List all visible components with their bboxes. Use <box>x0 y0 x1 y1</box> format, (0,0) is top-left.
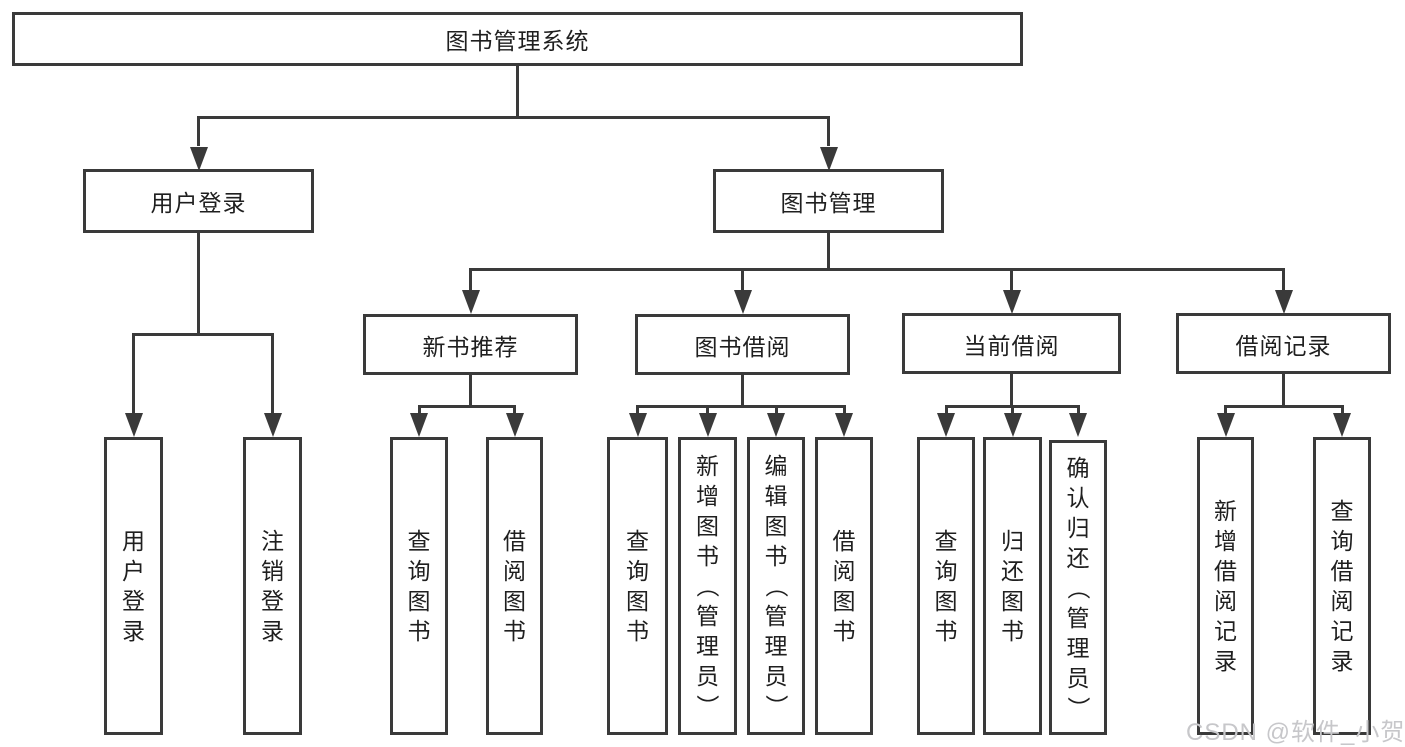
arrowhead-down-icon <box>733 290 752 314</box>
connector-vline <box>741 373 744 406</box>
connector-vline <box>469 373 472 406</box>
arrowhead-down-icon <box>189 147 208 171</box>
leaf-add-books-admin: 新增图书（管理员） <box>678 437 737 735</box>
arrowhead-down-icon <box>461 290 480 314</box>
connector-hline <box>197 115 830 119</box>
watermark: CSDN @软件_小贺同学 <box>1186 719 1405 746</box>
connector-vline <box>1076 404 1080 413</box>
connector-vline <box>774 404 778 413</box>
connector-vline <box>132 332 135 413</box>
connector-vline <box>513 404 516 413</box>
connector-vline <box>1282 372 1285 406</box>
arrowhead-down-icon <box>410 413 428 437</box>
connector-vline <box>417 404 421 413</box>
leaf-query-books-3: 查询图书 <box>917 437 975 735</box>
leaf-user-login: 用户登录 <box>104 437 163 735</box>
leaf-confirm-return-admin: 确认归还（管理员） <box>1049 440 1107 735</box>
node-library-management-system: 图书管理系统 <box>12 12 1023 66</box>
arrowhead-down-icon <box>835 413 853 437</box>
connector-vline <box>1224 404 1227 413</box>
arrowhead-down-icon <box>1002 290 1021 314</box>
node-new-book-recommendation: 新书推荐 <box>363 314 578 375</box>
connector-hline <box>944 404 1080 408</box>
arrowhead-down-icon <box>767 413 785 437</box>
connector-vline <box>827 231 830 269</box>
connector-hline <box>636 404 846 408</box>
arrowhead-down-icon <box>1003 413 1022 437</box>
leaf-borrow-books-2: 借阅图书 <box>815 437 873 735</box>
node-book-borrowing: 图书借阅 <box>635 314 850 375</box>
leaf-add-borrow-record: 新增借阅记录 <box>1197 437 1254 735</box>
connector-vline <box>1010 372 1013 406</box>
arrowhead-down-icon <box>263 413 282 437</box>
arrowhead-down-icon <box>937 413 955 437</box>
connector-vline <box>842 404 846 413</box>
connector-vline <box>827 115 830 146</box>
arrowhead-down-icon <box>628 413 647 437</box>
arrowhead-down-icon <box>1333 413 1351 437</box>
connector-vline <box>469 267 472 290</box>
connector-hline <box>417 404 516 408</box>
node-current-borrowing: 当前借阅 <box>902 313 1121 374</box>
connector-vline <box>944 404 948 413</box>
connector-vline <box>1010 267 1013 290</box>
connector-vline <box>271 332 274 413</box>
connector-hline <box>469 267 1285 271</box>
connector-vline <box>1282 267 1285 290</box>
connector-vline <box>636 404 639 413</box>
leaf-borrow-books: 借阅图书 <box>486 437 543 735</box>
arrowhead-down-icon <box>1069 413 1087 437</box>
node-borrowing-records: 借阅记录 <box>1176 313 1391 374</box>
connector-vline <box>741 267 744 290</box>
leaf-query-books-2: 查询图书 <box>607 437 668 735</box>
node-user-login: 用户登录 <box>83 169 314 233</box>
connector-hline <box>1224 404 1344 408</box>
arrowhead-down-icon <box>819 147 838 171</box>
arrowhead-down-icon <box>1274 290 1293 314</box>
arrowhead-down-icon <box>698 413 717 437</box>
arrowhead-down-icon <box>124 413 143 437</box>
connector-hline <box>132 332 274 336</box>
leaf-query-books: 查询图书 <box>390 437 448 735</box>
connector-vline <box>1340 404 1344 413</box>
leaf-edit-books-admin: 编辑图书（管理员） <box>747 437 805 735</box>
node-book-management: 图书管理 <box>713 169 944 233</box>
connector-vline <box>706 404 709 413</box>
connector-vline <box>197 231 200 334</box>
leaf-query-borrow-record: 查询借阅记录 <box>1313 437 1371 735</box>
connector-vline <box>515 64 519 117</box>
connector-vline <box>1011 404 1014 413</box>
arrowhead-down-icon <box>1216 413 1235 437</box>
connector-vline <box>197 115 200 146</box>
leaf-logout-login: 注销登录 <box>243 437 302 735</box>
leaf-return-books: 归还图书 <box>983 437 1042 735</box>
arrowhead-down-icon <box>505 413 524 437</box>
